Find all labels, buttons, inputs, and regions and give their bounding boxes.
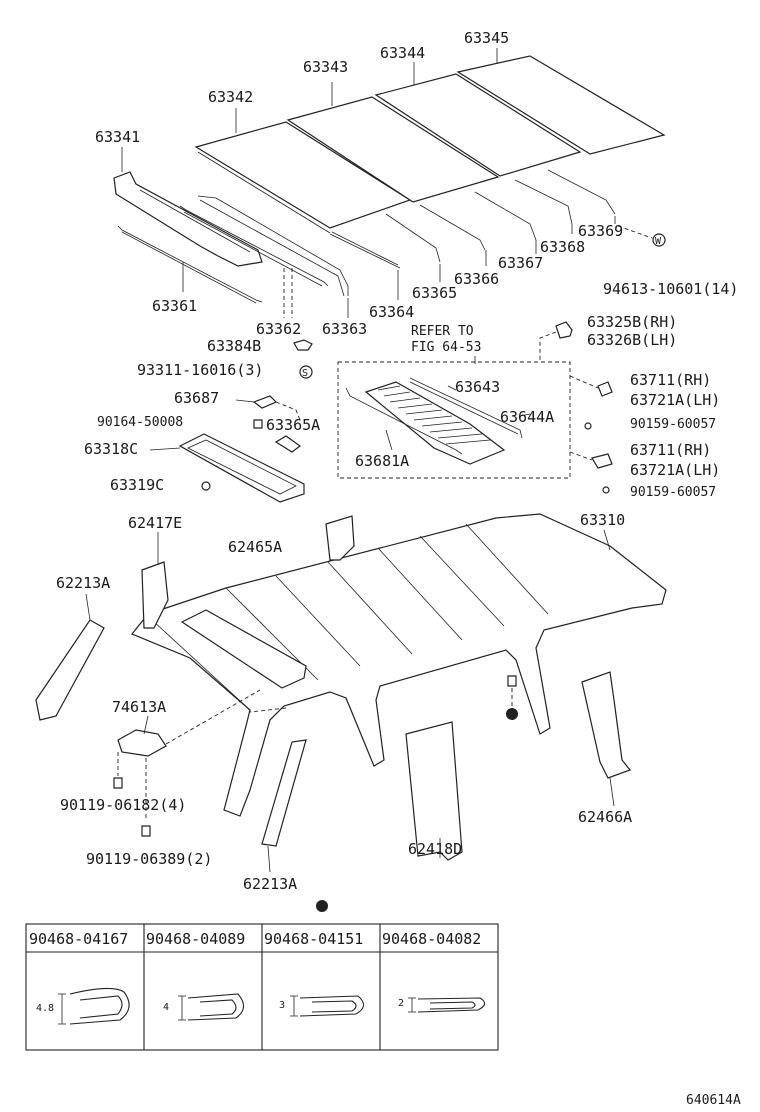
label-63342: 63342 — [208, 88, 253, 106]
label-90119-a: 90119-06182(4) — [60, 796, 186, 814]
label-63368: 63368 — [540, 238, 585, 256]
strip-63362 — [179, 205, 329, 287]
label-62213a-lower: 62213A — [243, 875, 297, 893]
label-63711-lower: 63711(RH) — [630, 441, 711, 459]
label-63363: 63363 — [322, 320, 367, 338]
part-63384b — [293, 339, 313, 351]
label-94613: 94613-10601(14) — [603, 280, 738, 298]
label-90119-b: 90119-06389(2) — [86, 850, 212, 868]
part-63711-upper — [597, 381, 613, 397]
symbol-s: S — [302, 368, 308, 379]
part-62213a-left — [35, 619, 105, 721]
label-63366: 63366 — [454, 270, 499, 288]
refer-text-1: REFER TO — [411, 324, 474, 339]
clip-shape-4 — [417, 997, 486, 1013]
label-62213a-left: 62213A — [56, 574, 110, 592]
label-63319c: 63319C — [110, 476, 164, 494]
clip-dim-3: 3 — [279, 1000, 285, 1011]
label-62417e: 62417E — [128, 514, 182, 532]
clip-header-2: 90468-04089 — [146, 930, 245, 948]
part-63318c — [178, 433, 305, 503]
label-74613a: 74613A — [112, 698, 166, 716]
panel-63344 — [374, 73, 582, 177]
label-63365: 63365 — [412, 284, 457, 302]
clip-dim-1: 4.8 — [36, 1003, 54, 1014]
refer-text-2: FIG 64-53 — [411, 340, 481, 355]
label-63362: 63362 — [256, 320, 301, 338]
clip-dim-2: 4 — [163, 1002, 169, 1013]
label-62418d: 62418D — [408, 840, 462, 858]
label-63364: 63364 — [369, 303, 414, 321]
clip-header-1: 90468-04167 — [29, 930, 128, 948]
part-63687 — [252, 395, 278, 409]
roof-panels — [194, 55, 666, 269]
clip-shape-1 — [69, 987, 130, 1025]
strip-63363 — [197, 195, 349, 296]
label-63721a-upper: 63721A(LH) — [630, 391, 720, 409]
label-63345: 63345 — [464, 29, 509, 47]
diagram-code: 640614A — [686, 1093, 741, 1108]
part-62417e — [141, 561, 169, 629]
label-63344: 63344 — [380, 44, 425, 62]
label-63325b: 63325B(RH) — [587, 313, 677, 331]
label-63326b: 63326B(LH) — [587, 331, 677, 349]
label-90159-lower: 90159-60057 — [630, 485, 716, 500]
clip-header-4: 90468-04082 — [382, 930, 481, 948]
part-62213a-lower — [261, 739, 307, 847]
label-63310: 63310 — [580, 511, 625, 529]
label-62465a: 62465A — [228, 538, 282, 556]
clip-header-3: 90468-04151 — [264, 930, 363, 948]
part-63310-headlining — [131, 513, 667, 817]
label-63711-upper: 63711(RH) — [630, 371, 711, 389]
symbol-w: W — [655, 236, 662, 247]
clip-pin — [507, 675, 517, 687]
part-62418d — [405, 721, 463, 861]
label-63343: 63343 — [303, 58, 348, 76]
label-63365a: 63365A — [266, 416, 320, 434]
panel-63345 — [456, 55, 666, 155]
label-63318c: 63318C — [84, 440, 138, 458]
label-63341: 63341 — [95, 128, 140, 146]
part-62465a — [325, 515, 355, 561]
leaders-top — [121, 48, 653, 318]
clip-s-symbol — [299, 365, 313, 379]
clip-table: 90468-04167 90468-04089 90468-04151 9046… — [25, 923, 499, 1051]
part-63644a — [345, 387, 463, 455]
clip-shape-3 — [299, 995, 365, 1017]
label-93311: 93311-16016(3) — [137, 361, 263, 379]
label-63643: 63643 — [455, 378, 500, 396]
label-90159-upper: 90159-60057 — [630, 417, 716, 432]
clip-symbol-marker — [506, 708, 518, 720]
sunroof-opening — [180, 609, 307, 689]
part-63711-lower — [591, 453, 613, 469]
clip-table-marker — [316, 900, 328, 912]
part-62466a — [581, 671, 631, 779]
label-63721a-lower: 63721A(LH) — [630, 461, 720, 479]
label-63367: 63367 — [498, 254, 543, 272]
label-62466a: 62466A — [578, 808, 632, 826]
clip-dim-4: 2 — [398, 998, 404, 1009]
label-63369: 63369 — [578, 222, 623, 240]
part-63319c — [201, 481, 211, 491]
part-74613a — [117, 729, 167, 757]
part-63341 — [113, 171, 263, 267]
part-63325b — [555, 321, 573, 339]
label-63361: 63361 — [152, 297, 197, 315]
panel-63343 — [286, 96, 500, 203]
clip-w-symbol — [652, 233, 666, 247]
label-63687: 63687 — [174, 389, 219, 407]
label-90164: 90164-50008 — [97, 415, 183, 430]
clip-shape-2 — [187, 993, 245, 1021]
part-90164 — [253, 419, 263, 429]
refer-box — [337, 361, 571, 479]
strip-63361 — [117, 225, 263, 303]
label-63681a: 63681A — [355, 452, 409, 470]
label-63384b: 63384B — [207, 337, 261, 355]
part-63643 — [409, 377, 523, 439]
label-63644a: 63644A — [500, 408, 554, 426]
part-63681a — [364, 381, 506, 465]
part-63365a — [274, 435, 302, 453]
